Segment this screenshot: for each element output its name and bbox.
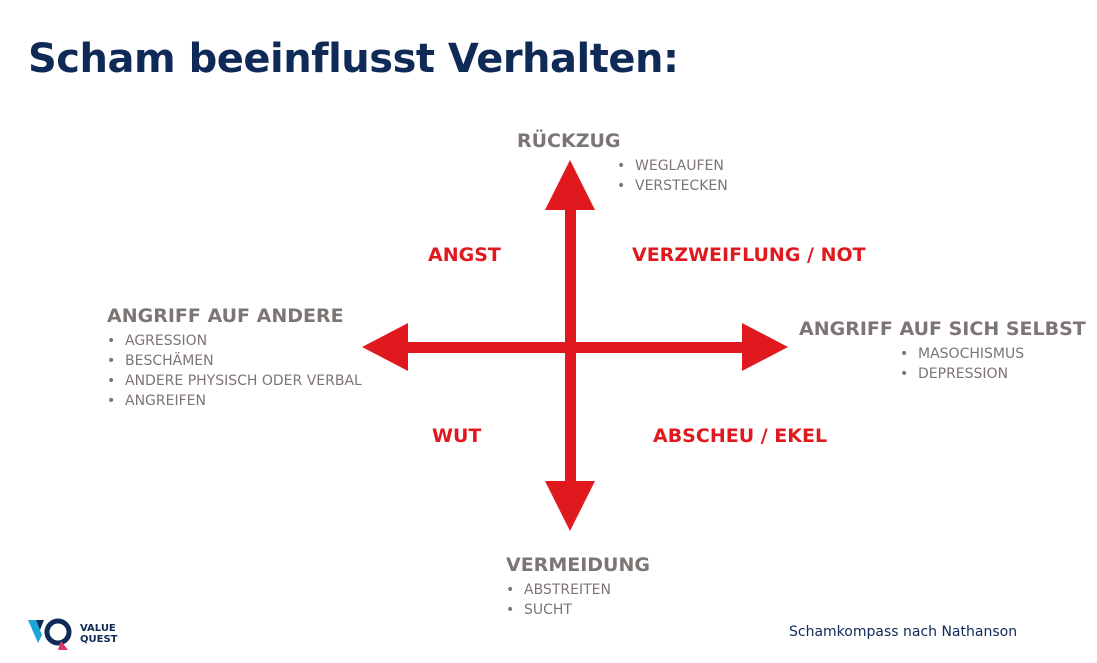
list-item: BESCHÄMEN [107, 351, 362, 371]
left-block: ANGRIFF AUF ANDERE AGRESSION BESCHÄMEN A… [107, 305, 362, 411]
right-block: ANGRIFF AUF SICH SELBST MASOCHISMUS DEPR… [799, 318, 1086, 384]
list-item: MASOCHISMUS [900, 344, 1086, 364]
emotion-top-left: ANGST [428, 244, 501, 266]
arrow-right-head [742, 323, 788, 371]
list-item-continuation: ANGREIFEN [107, 391, 362, 411]
top-block: RÜCKZUG WEGLAUFEN VERSTECKEN [517, 130, 728, 196]
emotion-top-right: VERZWEIFLUNG / NOT [632, 244, 866, 266]
list-item: DEPRESSION [900, 364, 1086, 384]
list-item: AGRESSION [107, 331, 362, 351]
emotion-bottom-left: WUT [432, 425, 482, 447]
arrow-down-head [545, 481, 595, 531]
list-item: ANDERE PHYSISCH ODER VERBAL [107, 371, 362, 391]
heading-vermeidung: VERMEIDUNG [506, 554, 650, 576]
heading-angriff-auf-sich-selbst: ANGRIFF AUF SICH SELBST [799, 318, 1086, 340]
vq-logo-icon [28, 618, 72, 650]
list-item: VERSTECKEN [617, 176, 728, 196]
bottom-block: VERMEIDUNG ABSTREITEN SUCHT [506, 554, 650, 620]
value-quest-logo: VALUE QUEST [28, 617, 117, 651]
page-title: Scham beeinflusst Verhalten: [28, 36, 679, 82]
arrow-left-head [362, 323, 408, 371]
emotion-bottom-right: ABSCHEU / EKEL [653, 425, 828, 447]
arrow-up-head [545, 160, 595, 210]
list-item: SUCHT [506, 600, 650, 620]
horizontal-arrow-shaft [400, 342, 748, 353]
heading-angriff-auf-andere: ANGRIFF AUF ANDERE [107, 305, 344, 327]
source-credit: Schamkompass nach Nathanson [789, 624, 1018, 640]
list-item: ABSTREITEN [506, 580, 650, 600]
list-item: WEGLAUFEN [617, 156, 728, 176]
heading-rueckzug: RÜCKZUG [517, 130, 621, 152]
logo-line1: VALUE [80, 623, 116, 634]
logo-line2: QUEST [80, 634, 118, 645]
